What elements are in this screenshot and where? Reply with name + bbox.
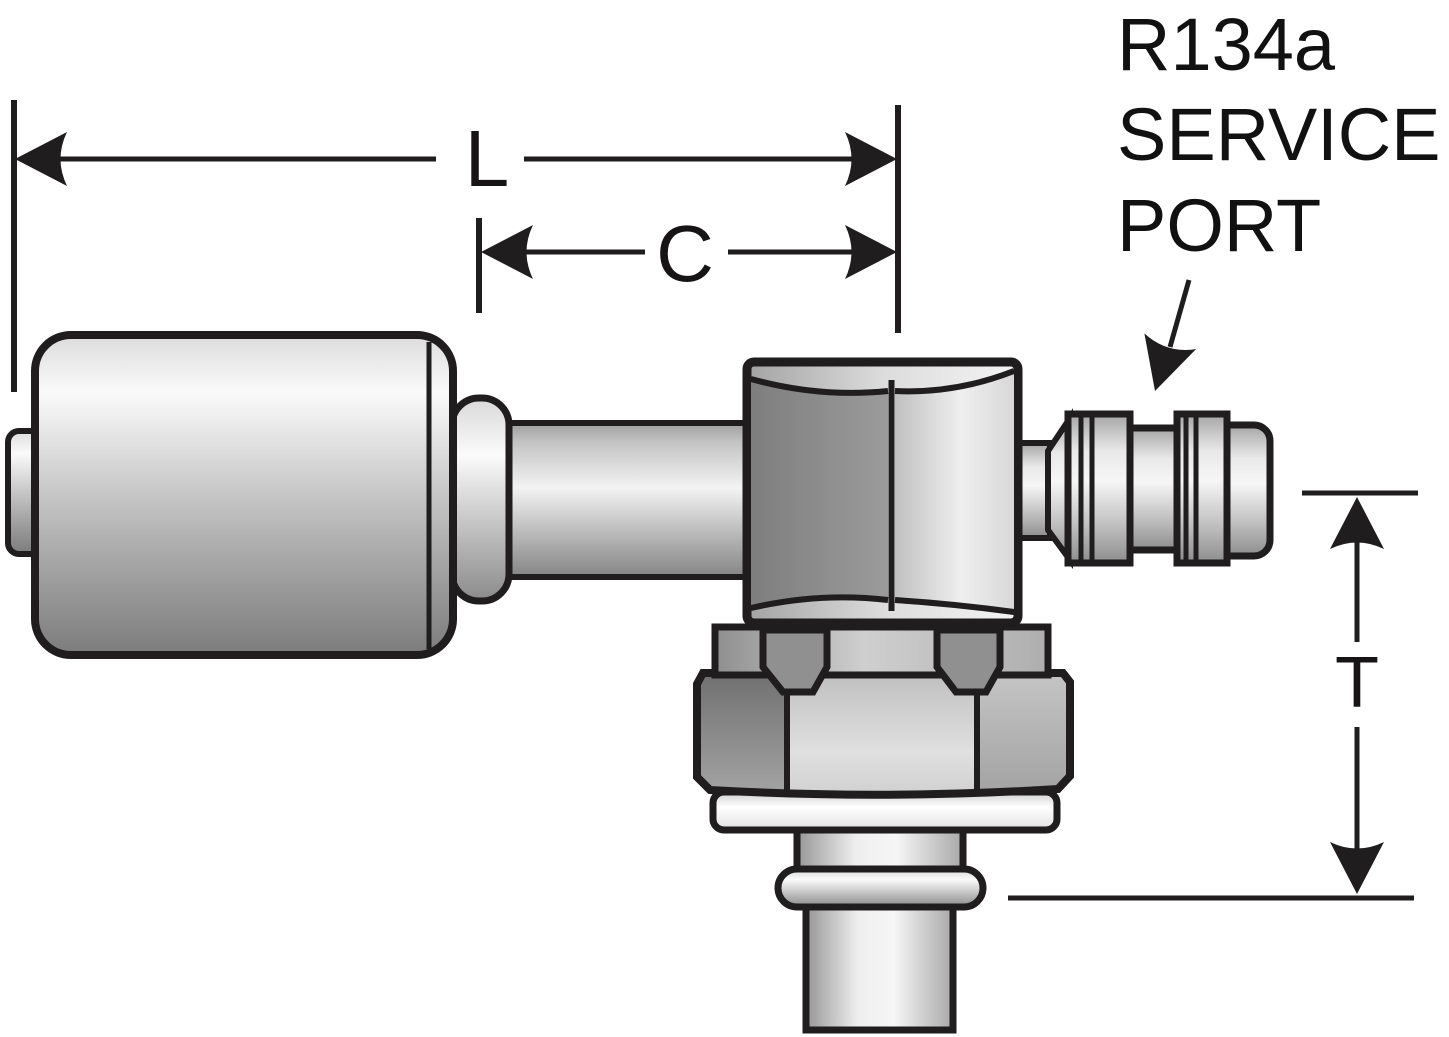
swivel-nut — [693, 623, 1074, 799]
tube-bead — [774, 865, 987, 911]
callout-line-2: SERVICE — [1117, 93, 1441, 176]
dimension-C: C — [476, 209, 897, 313]
dim-label-T: T — [1335, 643, 1379, 723]
arrowhead-up-icon — [1330, 497, 1384, 549]
callout-line-3: PORT — [1117, 184, 1321, 267]
hex-body — [742, 357, 1023, 628]
arrowhead-right-icon — [845, 132, 897, 186]
service-port-end-cap — [1223, 421, 1274, 560]
dimension-L: L — [11, 100, 901, 392]
callout-arrowhead-icon — [1129, 333, 1197, 399]
nut-notch-right — [933, 626, 1004, 696]
ferrule-collar-bead — [448, 394, 513, 605]
service-port-groove — [1126, 424, 1181, 554]
arrowhead-right-icon — [845, 225, 897, 279]
crimp-ferrule — [31, 331, 457, 659]
hose-tube — [503, 420, 755, 580]
service-port-rib-1 — [1064, 410, 1134, 567]
dimension-T: T — [1008, 490, 1418, 901]
nut-notch-left — [759, 626, 831, 696]
fitting-illustration — [5, 331, 1274, 1034]
arrowhead-down-icon — [1330, 842, 1384, 894]
arrowhead-left-icon — [481, 225, 533, 279]
callout-line-1: R134a — [1117, 3, 1336, 86]
callout-arrow — [1129, 279, 1197, 399]
dim-label-L: L — [465, 114, 510, 203]
callout-r134a-service-port: R134a SERVICE PORT — [1117, 3, 1441, 399]
service-port — [1009, 408, 1274, 570]
tube-end — [802, 899, 957, 1034]
ferrule-left-stub — [5, 428, 40, 557]
dim-label-C: C — [656, 209, 714, 298]
arrowhead-left-icon — [15, 132, 67, 186]
